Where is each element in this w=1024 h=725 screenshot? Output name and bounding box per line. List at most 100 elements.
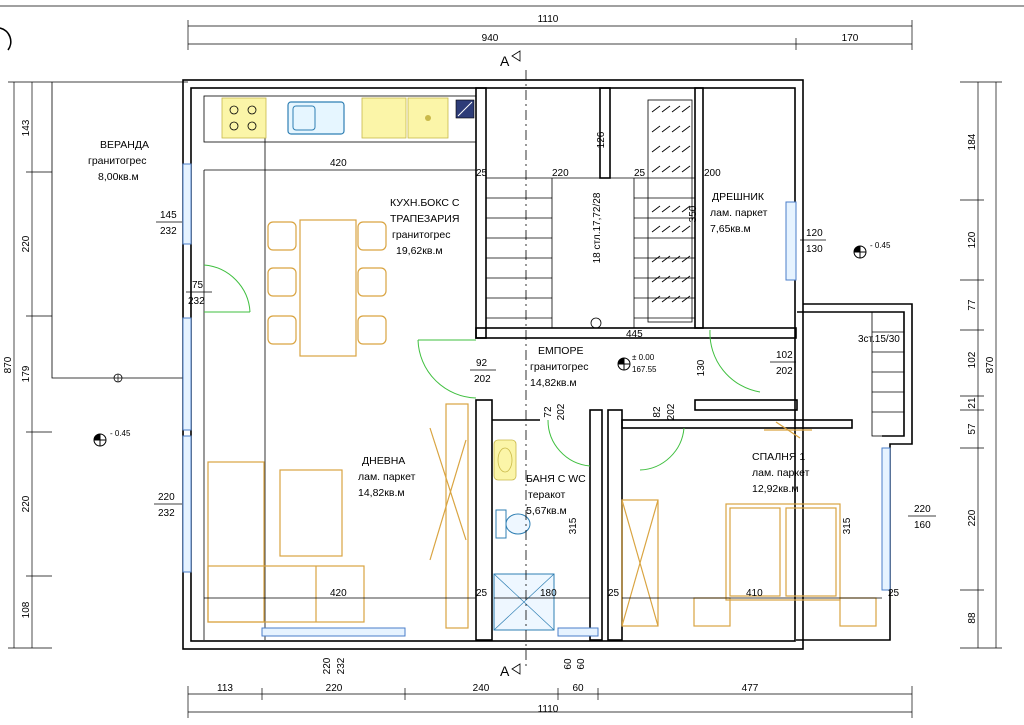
dim-left-seg-5: 108: [21, 601, 32, 618]
dim-stair-126: 126: [596, 131, 607, 148]
dim-right-seg-4: 102: [967, 351, 978, 368]
op-82-202: 202: [666, 403, 677, 420]
dim-bottom-seg-3: 240: [473, 683, 490, 694]
nightstand: [693, 597, 731, 627]
kitchen-floor: гранитогрес: [392, 229, 450, 241]
dim-living-width: 420: [330, 588, 347, 599]
section-label-bottom: A: [500, 663, 510, 679]
chair-icon: [267, 315, 297, 345]
window: [785, 201, 797, 281]
bedroom-area: 12,92кв.м: [752, 483, 799, 495]
dim-bed-315: 315: [842, 517, 853, 534]
hall-area: 14,82кв.м: [530, 377, 577, 389]
veranda-name: ВЕРАНДА: [100, 139, 149, 151]
op-220-232-left: 232: [158, 508, 175, 519]
op-102: 102: [776, 350, 793, 361]
level-hall: ± 0.00: [632, 353, 655, 362]
op-220-left: 220: [158, 492, 175, 503]
dim-bed-410: 410: [746, 588, 763, 599]
dim-bottom-total: 1110: [538, 704, 559, 715]
op-60a: 60: [563, 658, 574, 670]
section-line: A A: [500, 50, 527, 679]
window: [182, 435, 192, 573]
dim-right-seg-3: 77: [967, 299, 978, 311]
op-220-160-right: 160: [914, 520, 931, 531]
window: [261, 627, 406, 637]
bedroom-name: СПАЛНЯ 1: [752, 451, 805, 463]
dim-right-seg-2: 120: [967, 231, 978, 248]
dim-left-seg-4: 220: [21, 495, 32, 512]
dim-bath-315: 315: [568, 517, 579, 534]
living-name: ДНЕВНА: [362, 455, 405, 467]
left-dimensions: 143 220 179 220 108 870: [3, 81, 52, 649]
door-swing: [417, 339, 477, 399]
dim-bottom-seg-1: 113: [217, 683, 233, 694]
op-92: 92: [476, 358, 488, 369]
veranda: [51, 81, 188, 383]
op-72: 72: [543, 406, 554, 418]
wardrobe-name: ДРЕШНИК: [712, 191, 765, 203]
level-hall-sub: 167.55: [632, 365, 657, 374]
sofa-bottom: [207, 565, 365, 623]
chair-icon: [357, 221, 387, 251]
toilet-icon: [505, 513, 531, 535]
attic-ladder-label: 3ст.15/30: [858, 334, 900, 345]
living-furniture: [207, 403, 469, 629]
stair-steps: 18 стл.17,72/28: [592, 192, 603, 263]
dim-left-seg-3: 179: [21, 365, 32, 382]
kitchen-area: 19,62кв.м: [396, 245, 443, 257]
hall-name: ЕМПОРЕ: [538, 345, 583, 357]
op-75-232: 232: [188, 296, 205, 307]
wardrobe-floor: лам. паркет: [710, 207, 768, 219]
dim-top-total: 1110: [538, 14, 559, 25]
dim-right-seg-7: 220: [967, 509, 978, 526]
hall-floor: гранитогрес: [530, 361, 588, 373]
dim-stair-350: 350: [688, 205, 699, 222]
window: [182, 163, 192, 245]
interior-walls: [203, 87, 853, 641]
toilet-tank-icon: [495, 509, 507, 539]
bathroom-fixtures: [493, 439, 555, 631]
op-120-130: 130: [806, 244, 823, 255]
dim-wardrobe-200: 200: [704, 168, 721, 179]
bath-name: БАНЯ С WC: [526, 473, 586, 485]
level-right: - 0.45: [870, 241, 891, 250]
dim-left-seg-1: 143: [21, 119, 32, 136]
door-swing: [203, 264, 251, 313]
dim-bed-25b: 25: [888, 588, 900, 599]
door-swing: [639, 427, 685, 471]
section-label-top: A: [500, 53, 510, 69]
dim-right-total: 870: [985, 356, 996, 373]
op-130: 130: [696, 359, 707, 376]
dining-set: [267, 219, 387, 357]
op-145-232: 232: [160, 226, 177, 237]
op-72-202: 202: [556, 403, 567, 420]
washbasin-icon: [493, 439, 517, 481]
op-102-202: 202: [776, 366, 793, 377]
op-60b: 60: [576, 658, 587, 670]
sink-icon: [287, 101, 345, 135]
dim-stair-25b: 25: [634, 168, 646, 179]
coffee-table: [279, 469, 343, 557]
op-145: 145: [160, 210, 177, 221]
nightstand: [839, 597, 877, 627]
windows: [182, 163, 891, 637]
living-floor: лам. паркет: [358, 471, 416, 483]
room-labels: ВЕРАНДА гранитогрес 8,00кв.м КУХН.БОКС С…: [88, 139, 810, 517]
kitchen-name-2: ТРАПЕЗАРИЯ: [390, 213, 459, 225]
window: [881, 447, 891, 591]
doors: [203, 264, 761, 471]
fridge-icon: [361, 97, 407, 139]
dim-bottom-seg-5: 477: [742, 683, 759, 694]
bottom-dimensions: 113 220 240 60 477 1110: [187, 683, 913, 718]
dim-stair-25a: 25: [476, 168, 488, 179]
window: [182, 317, 192, 431]
stove-icon: [221, 97, 267, 139]
dim-stair-445: 445: [626, 329, 643, 340]
bedroom-floor: лам. паркет: [752, 467, 810, 479]
dim-bottom-seg-2: 220: [326, 683, 343, 694]
bath-floor: теракот: [528, 489, 566, 501]
kitchen-name-1: КУХН.БОКС С: [390, 197, 460, 209]
op-92-202: 202: [474, 374, 491, 385]
dim-stair-220: 220: [552, 168, 569, 179]
